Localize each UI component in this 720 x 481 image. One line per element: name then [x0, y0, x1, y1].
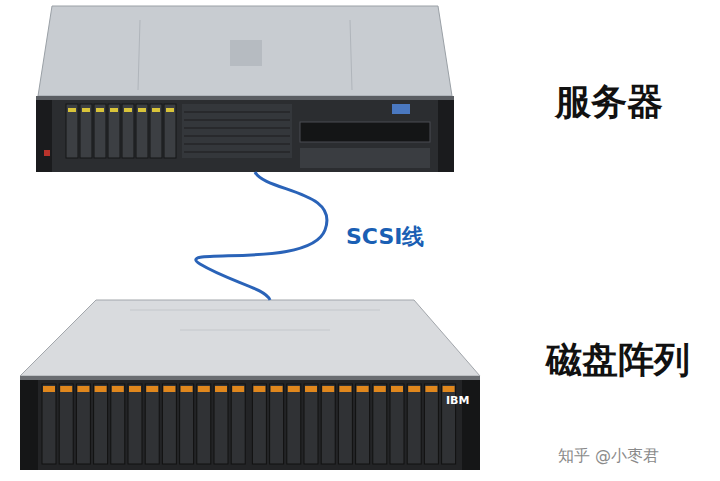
- drive-bay: [270, 384, 284, 464]
- drive-bay: [390, 384, 404, 464]
- drive-bay: [214, 384, 228, 464]
- device-label: 磁盘阵列: [546, 338, 690, 381]
- drive-bay: [162, 384, 176, 464]
- drive-latch: [129, 386, 141, 392]
- drive-latch: [112, 386, 124, 392]
- disk-array-illustration: [20, 300, 480, 470]
- cable-label: SCSI线: [343, 222, 427, 252]
- drive-latch: [305, 386, 317, 392]
- drive-latch: [391, 386, 403, 392]
- drive-bay: [338, 384, 352, 464]
- drive-latch: [253, 386, 265, 392]
- drive-latch: [198, 386, 210, 392]
- drive-bay: [407, 384, 421, 464]
- drive-bay: [59, 384, 73, 464]
- drive-bay: [111, 384, 125, 464]
- drive-bay: [197, 384, 211, 464]
- device-label: 服务器: [555, 80, 663, 123]
- drive-latch: [322, 386, 334, 392]
- brand-logo: IBM: [446, 394, 469, 407]
- drive-bay: [321, 384, 335, 464]
- drive-latch: [215, 386, 227, 392]
- drive-latch: [288, 386, 300, 392]
- drive-latch: [181, 386, 193, 392]
- drive-latch: [357, 386, 369, 392]
- drive-latch: [146, 386, 158, 392]
- drive-latch: [408, 386, 420, 392]
- drive-bay: [356, 384, 370, 464]
- drive-bay: [287, 384, 301, 464]
- drive-latch: [77, 386, 89, 392]
- drive-bay: [180, 384, 194, 464]
- drive-latch: [443, 386, 455, 392]
- drive-bay: [304, 384, 318, 464]
- drive-bay: [424, 384, 438, 464]
- drive-bay: [145, 384, 159, 464]
- drive-bay: [42, 384, 56, 464]
- drive-bay: [76, 384, 90, 464]
- drive-latch: [339, 386, 351, 392]
- drive-latch: [271, 386, 283, 392]
- watermark: 知乎 @小枣君: [558, 446, 659, 467]
- scsi-cable: [196, 172, 327, 300]
- drive-latch: [425, 386, 437, 392]
- drive-latch: [60, 386, 72, 392]
- drive-bay: [94, 384, 108, 464]
- drive-bay: [128, 384, 142, 464]
- drive-latch: [95, 386, 107, 392]
- drive-latch: [232, 386, 244, 392]
- drive-bay: [373, 384, 387, 464]
- disk-array-node: 磁盘阵列: [18, 298, 718, 472]
- drive-bay: [252, 384, 266, 464]
- drive-latch: [43, 386, 55, 392]
- drive-latch: [163, 386, 175, 392]
- server-illustration: [36, 6, 454, 172]
- server-node: 服务器: [30, 4, 718, 174]
- drive-bay: [231, 384, 245, 464]
- drive-latch: [374, 386, 386, 392]
